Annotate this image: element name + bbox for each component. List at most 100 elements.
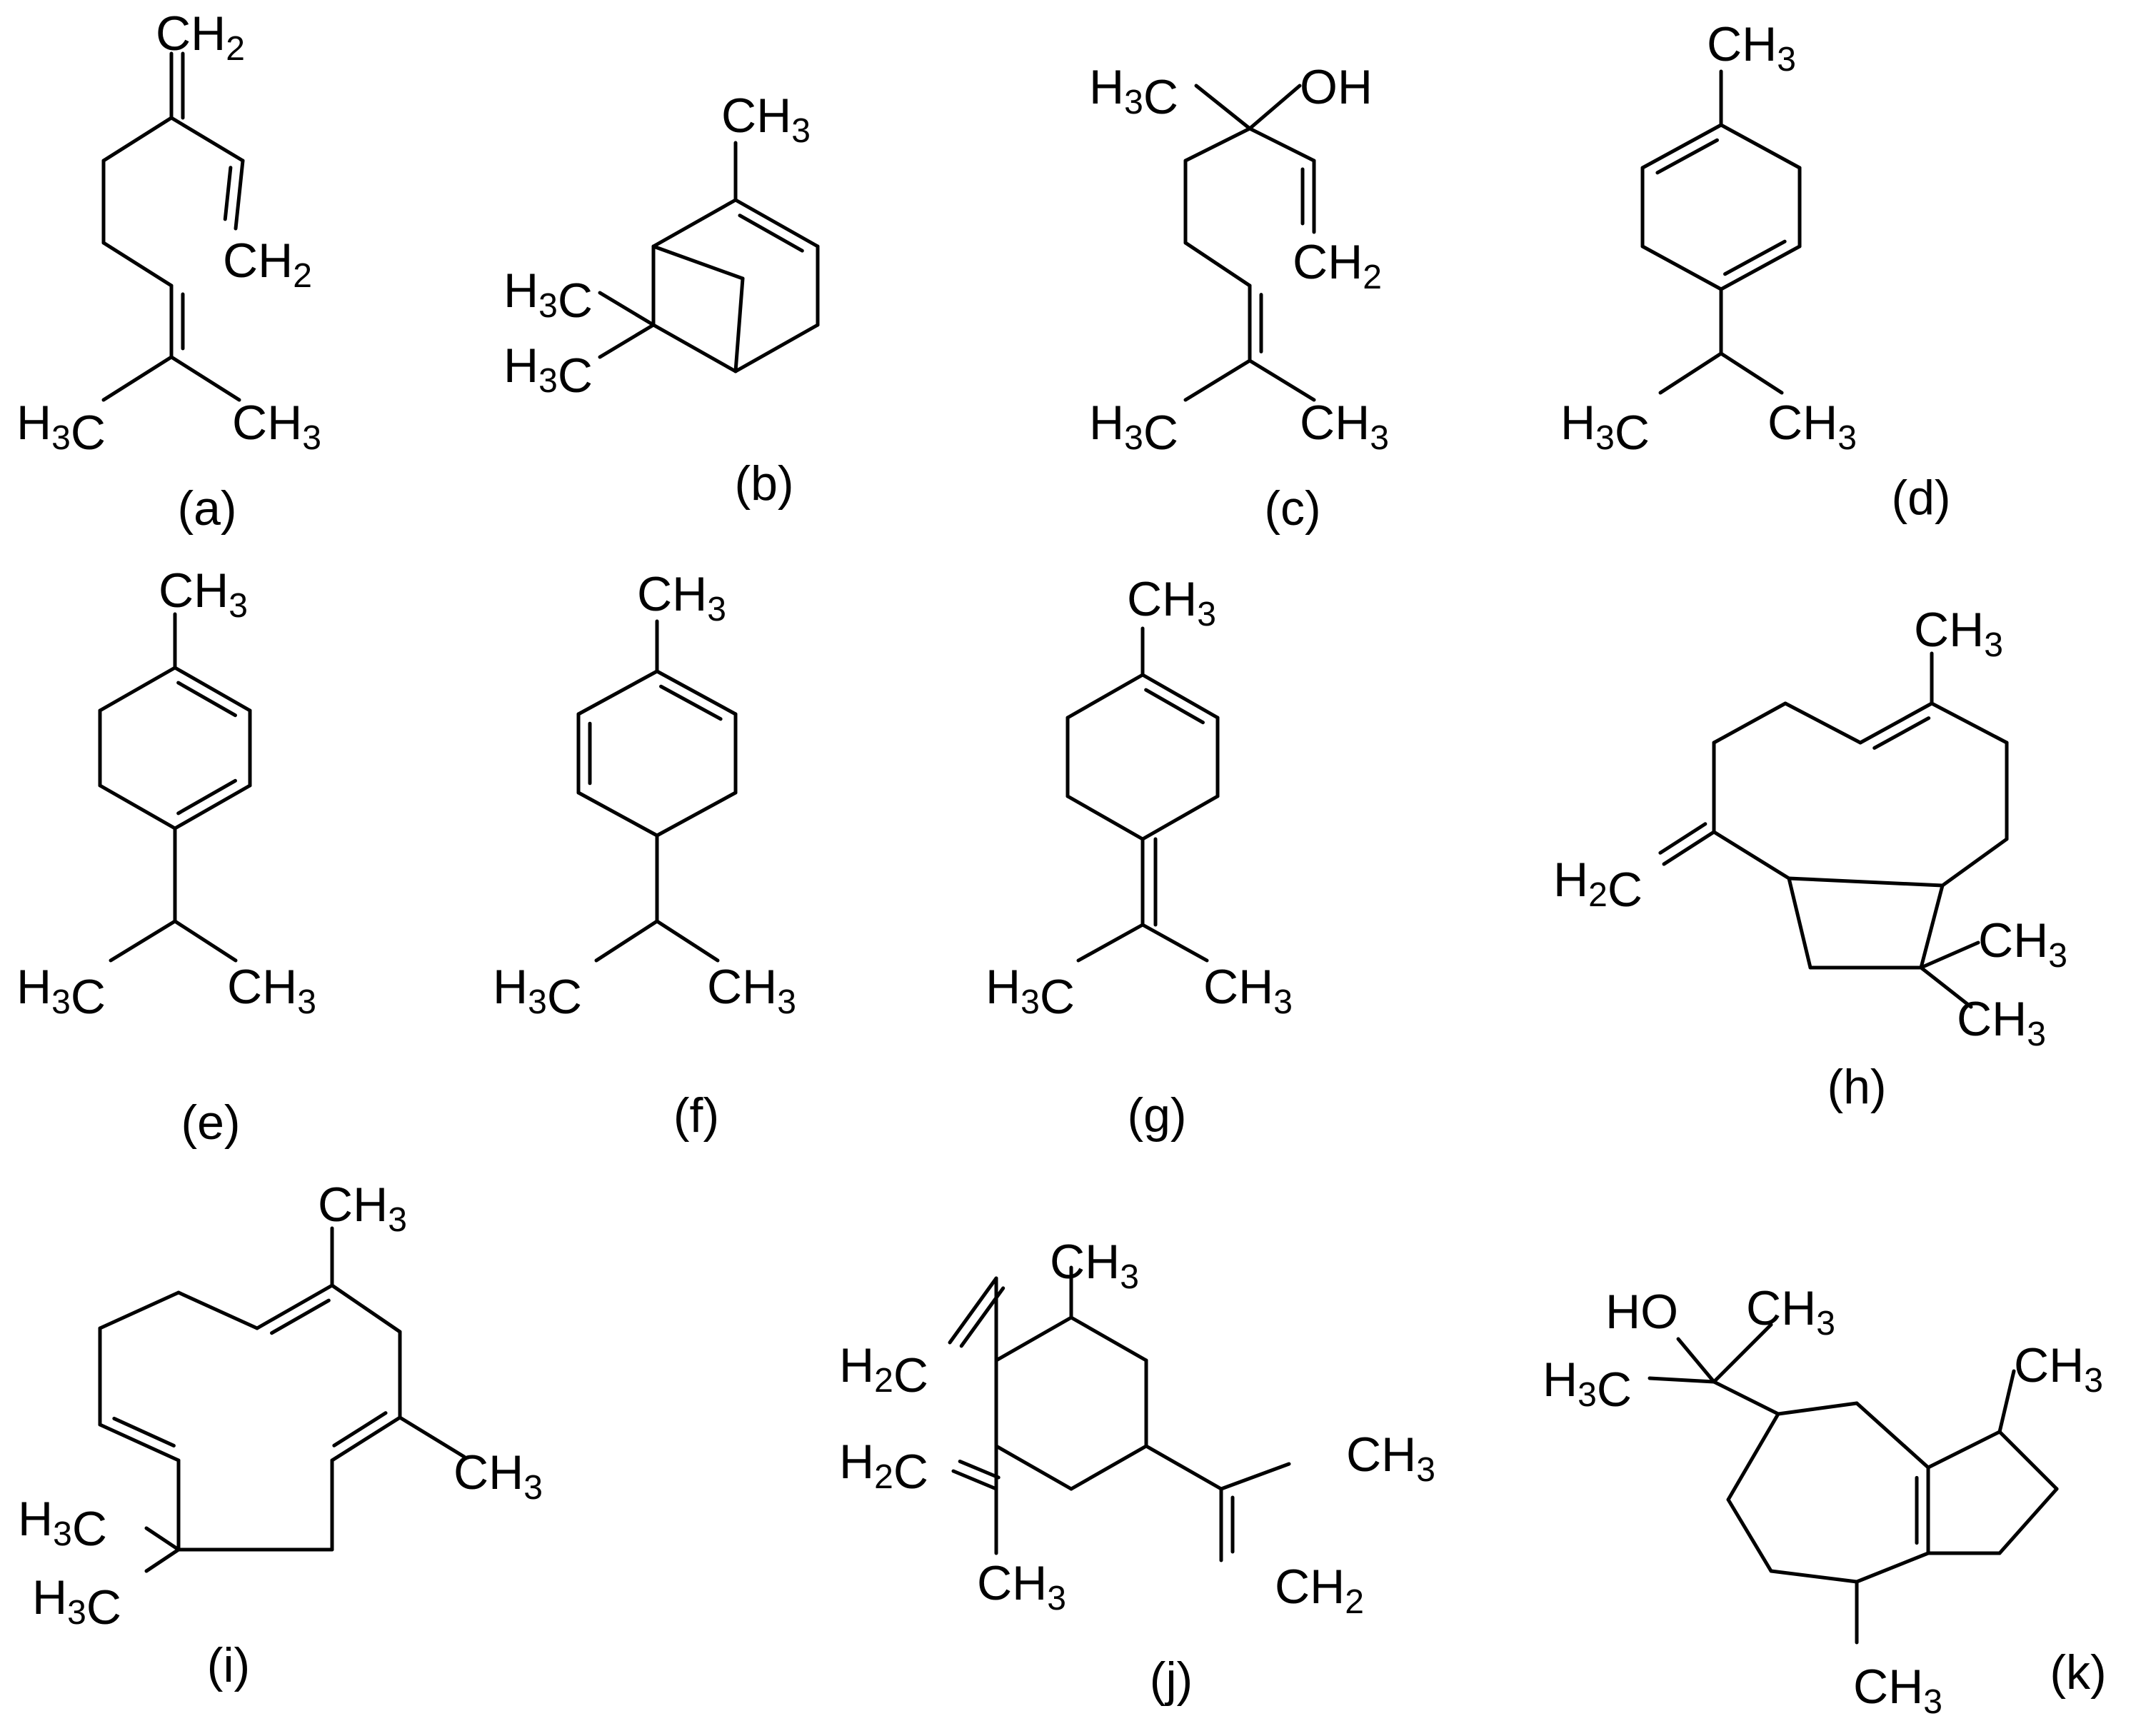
single-bond [1066, 673, 1145, 720]
atom-label: H3C [1089, 60, 1178, 124]
single-bond [733, 323, 820, 373]
single-bond [951, 1469, 998, 1491]
double-bond-line [112, 1416, 176, 1447]
bridge-bond [651, 244, 745, 281]
molecule-e [98, 612, 252, 963]
single-bond [1926, 1430, 2002, 1470]
double-bond-line [176, 681, 237, 718]
structure-caption: (j) [1150, 1652, 1193, 1707]
single-bond [1076, 923, 1145, 963]
single-bond [1783, 701, 1862, 745]
double-bond-line [176, 778, 237, 816]
double-bond-line [1144, 688, 1205, 725]
molecule-a [101, 51, 245, 402]
atom-label: H3C [1543, 1353, 1632, 1417]
atom-label: CH3 [1853, 1660, 1942, 1721]
single-bond [1140, 923, 1209, 963]
double-bond-line [1658, 822, 1708, 855]
single-bond [1858, 701, 1934, 745]
single-bond [1719, 351, 1784, 395]
single-bond [1144, 1444, 1223, 1491]
single-bond [1140, 673, 1220, 720]
single-bond [651, 198, 738, 249]
atom-label: CH3 [707, 960, 796, 1021]
single-bond [1769, 1569, 1859, 1584]
atom-label: CH3 [227, 960, 316, 1021]
single-bond [330, 1283, 402, 1334]
single-bond [109, 919, 177, 963]
single-bond [1069, 1444, 1148, 1491]
atom-label: CH3 [1050, 1235, 1139, 1296]
double-bond-line [958, 1459, 1001, 1480]
structure-caption: (e) [181, 1095, 240, 1150]
single-bond [1676, 1337, 1716, 1384]
structure-caption: (g) [1127, 1088, 1186, 1143]
single-bond [576, 669, 659, 716]
single-bond [1930, 701, 2009, 745]
single-bond [144, 1547, 181, 1573]
atom-label: CH3 [1300, 396, 1389, 457]
atom-label: CH2 [1293, 235, 1382, 296]
double-bond-line [1655, 138, 1719, 175]
single-bond [1997, 1369, 2016, 1434]
single-bond [1787, 876, 1945, 888]
structure-caption: (k) [2050, 1645, 2106, 1700]
atom-label: OH [1300, 60, 1373, 114]
molecule-j [948, 1265, 1291, 1562]
single-bond [234, 159, 245, 231]
single-bond [1855, 1551, 1930, 1584]
atom-label: HO [1605, 1285, 1678, 1339]
atom-label: CH3 [1746, 1281, 1835, 1343]
molecule-k [1648, 1323, 2059, 1645]
single-bond [1248, 358, 1316, 402]
single-bond [1140, 794, 1220, 841]
atom-label: CH3 [1127, 572, 1216, 633]
structure-caption: (d) [1891, 471, 1950, 525]
single-bond [1997, 1487, 2059, 1555]
molecule-i [98, 1226, 466, 1573]
single-bond [576, 791, 659, 838]
single-bond [1219, 1462, 1291, 1491]
double-bond-line [1872, 716, 1931, 750]
single-bond [1997, 1430, 2059, 1491]
single-bond [255, 1283, 334, 1330]
structure-caption: (b) [734, 456, 793, 511]
atom-label: H3C [1089, 396, 1178, 460]
single-bond [330, 1415, 402, 1462]
methyl-bond [598, 291, 656, 327]
atom-label: H3C [503, 338, 593, 403]
atom-label: H3C [503, 264, 593, 328]
structure-caption: (h) [1827, 1060, 1886, 1114]
molecule-g [1066, 626, 1220, 963]
single-bond [1855, 1401, 1930, 1470]
single-bond [1712, 1380, 1780, 1416]
single-bond [1787, 876, 1812, 970]
single-bond [1726, 1497, 1773, 1573]
atom-label: CH3 [721, 89, 811, 150]
atom-label: H3C [32, 1570, 121, 1635]
atom-label: CH3 [1203, 960, 1293, 1021]
double-bond-line [659, 684, 723, 721]
molecule-f [576, 619, 738, 963]
single-bond [994, 1444, 1073, 1491]
single-bond [655, 669, 738, 716]
single-bond [1648, 1376, 1716, 1384]
atom-label: CH3 [453, 1445, 543, 1507]
atom-label: CH3 [2014, 1338, 2103, 1400]
single-bond [101, 355, 174, 402]
single-bond [1066, 794, 1145, 841]
single-bond [1919, 883, 1945, 970]
single-bond [1712, 830, 1791, 880]
structure-caption: (f) [673, 1088, 719, 1143]
atom-label: CH3 [1346, 1428, 1435, 1489]
molecule-c [1183, 84, 1316, 402]
atom-label: H3C [986, 960, 1075, 1024]
single-bond [1940, 837, 2009, 888]
methyl-bond [598, 323, 656, 359]
single-bond [948, 1276, 998, 1345]
